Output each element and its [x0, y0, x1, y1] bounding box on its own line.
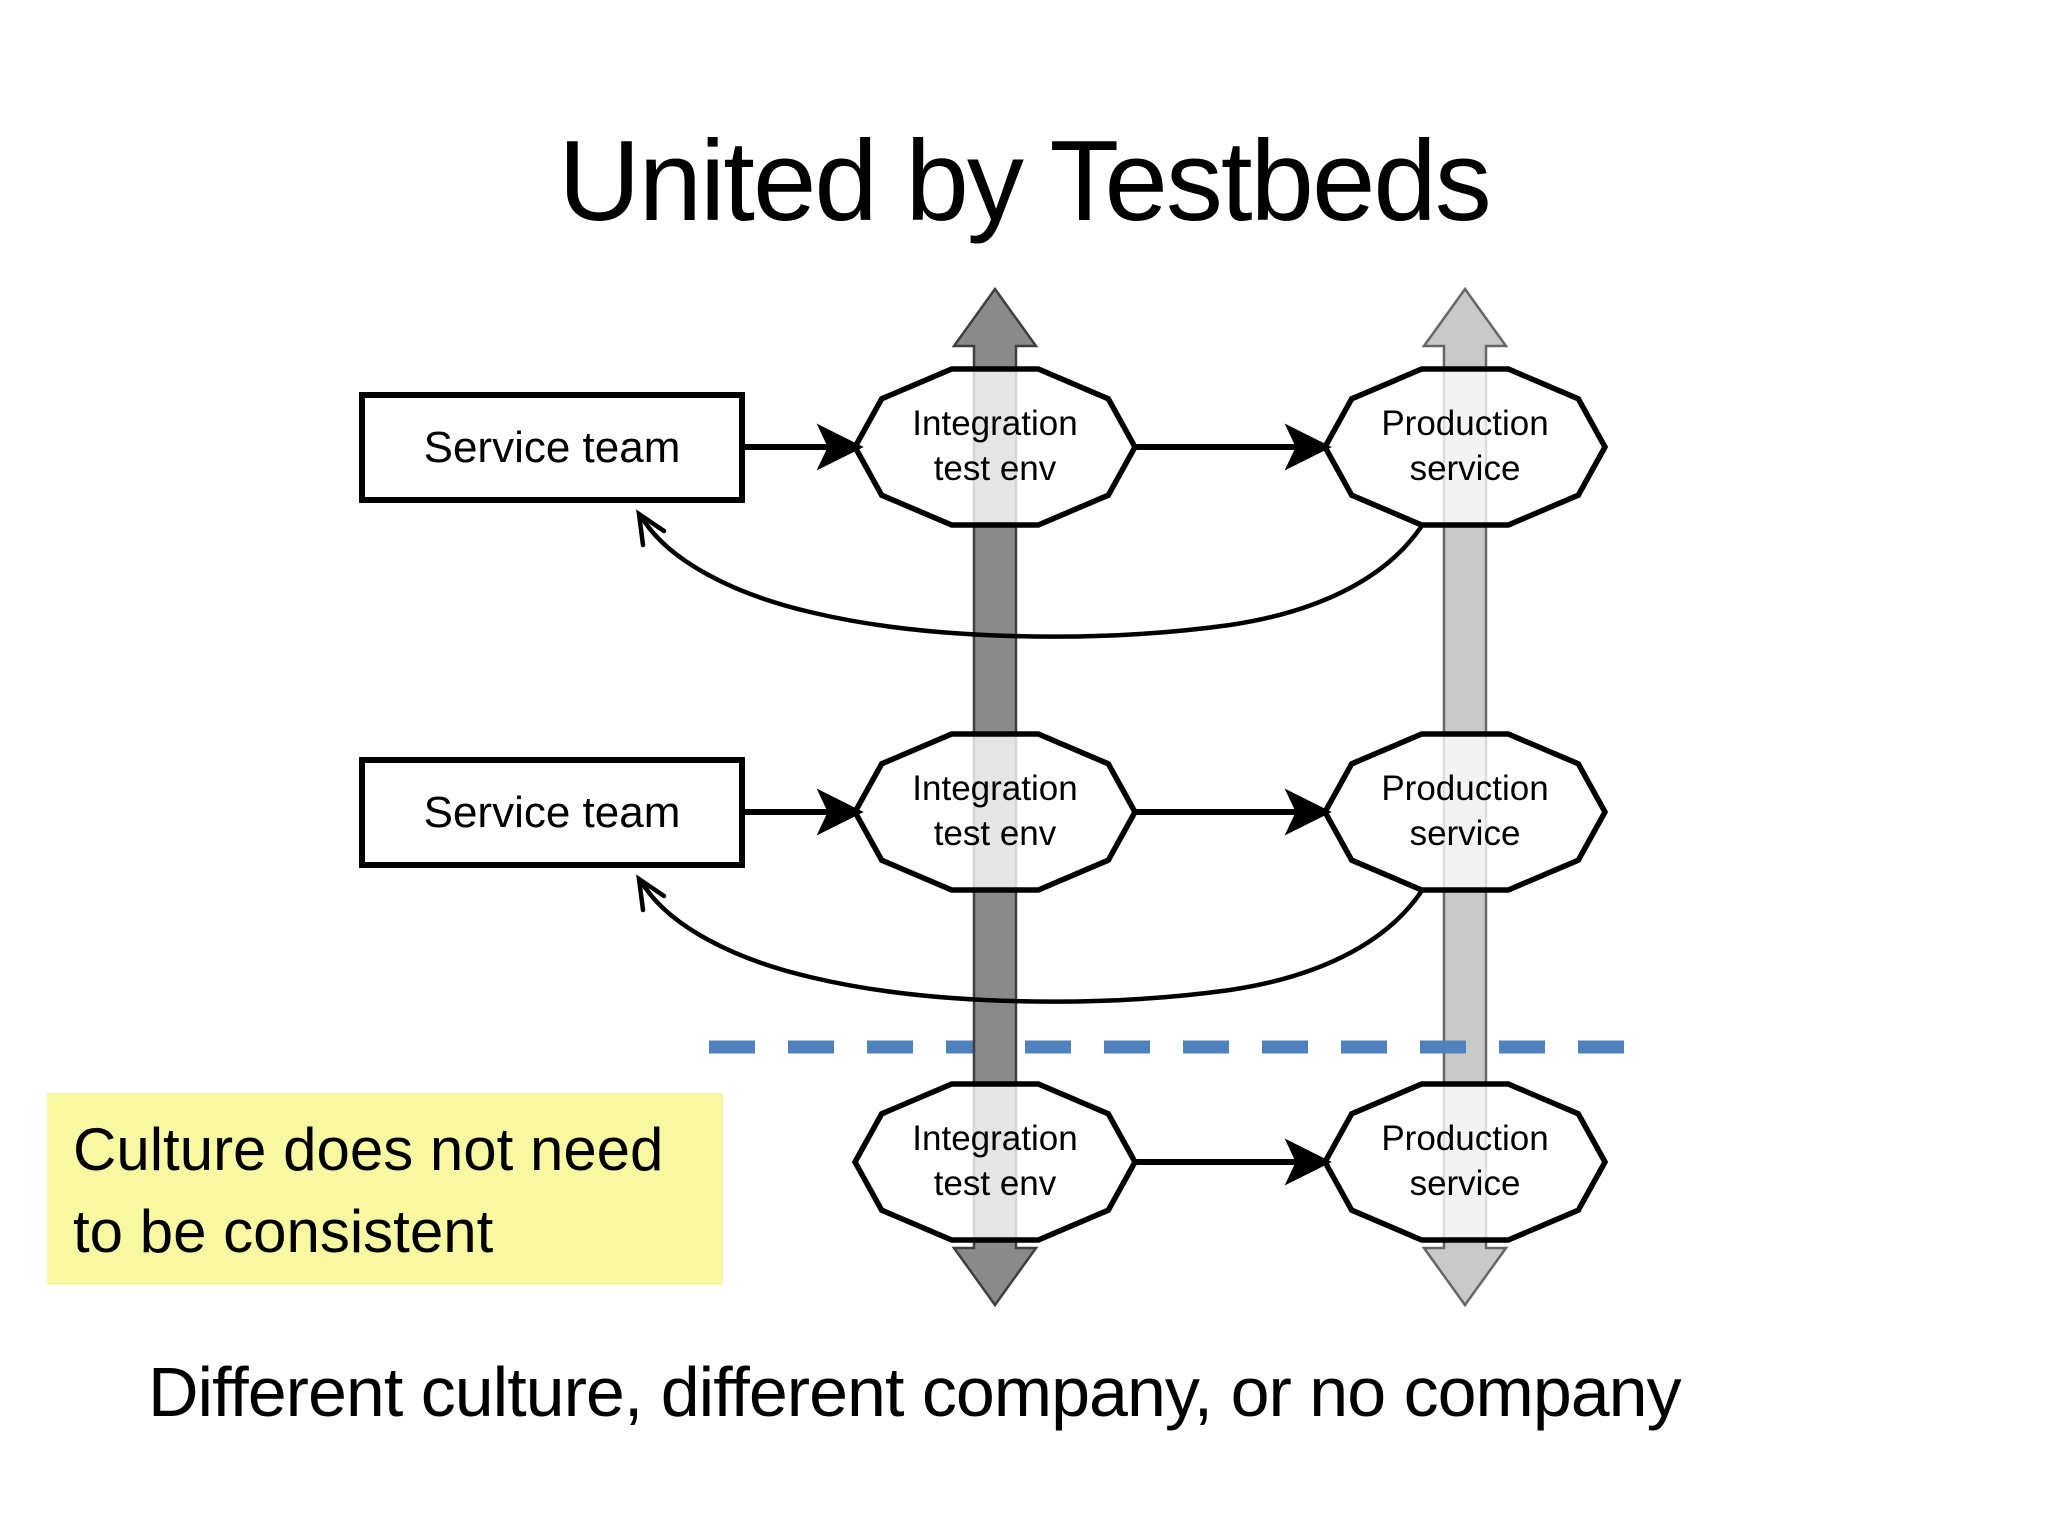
- production-node-2-line2: service: [1409, 814, 1521, 853]
- feedback-arrow-row2: [636, 874, 1424, 1004]
- integration-node-3-line2: test env: [933, 1164, 1057, 1203]
- culture-callout-line2: to be consistent: [73, 1198, 494, 1266]
- production-node-1-label: Production service: [1325, 387, 1605, 507]
- production-node-1-line1: Production: [1381, 404, 1549, 444]
- flow-arrow-row2-team-to-test: [742, 788, 864, 836]
- integration-node-2-line2: test env: [933, 814, 1057, 853]
- flow-arrow-row1-team-to-test: [742, 423, 864, 471]
- row1-service-team-label: Service team: [423, 422, 681, 472]
- page-title: United by Testbeds: [558, 118, 1492, 245]
- production-node-2-line1: Production: [1381, 769, 1549, 809]
- bottom-caption: Different culture, different company, or…: [148, 1353, 1682, 1431]
- production-node-3-line1: Production: [1381, 1119, 1549, 1159]
- feedback-arrow-row1: [636, 509, 1424, 639]
- integration-node-2-line1: Integration: [912, 769, 1078, 809]
- integration-node-1-label: Integration test env: [855, 387, 1135, 507]
- row2-service-team-box: [359, 757, 745, 868]
- production-node-3-label: Production service: [1325, 1102, 1605, 1222]
- flow-arrow-row2-test-to-prod: [1135, 788, 1332, 836]
- flow-arrow-row1-test-to-prod: [1135, 423, 1332, 471]
- culture-callout: Culture does not need to be consistent: [47, 1093, 723, 1285]
- integration-node-2-label: Integration test env: [855, 752, 1135, 872]
- culture-callout-line1: Culture does not need: [73, 1116, 664, 1183]
- integration-node-1-line1: Integration: [912, 404, 1078, 444]
- integration-node-3-label: Integration test env: [855, 1102, 1135, 1222]
- flow-arrow-row3-test-to-prod: [1135, 1138, 1332, 1186]
- integration-node-3-line1: Integration: [912, 1119, 1078, 1159]
- integration-node-3: [851, 1081, 1139, 1243]
- production-node-1-line2: service: [1409, 449, 1521, 488]
- production-node-2-label: Production service: [1325, 752, 1605, 872]
- integration-node-1-line2: test env: [933, 449, 1057, 488]
- production-node-3-line2: service: [1409, 1164, 1521, 1203]
- row2-service-team-label: Service team: [423, 787, 681, 837]
